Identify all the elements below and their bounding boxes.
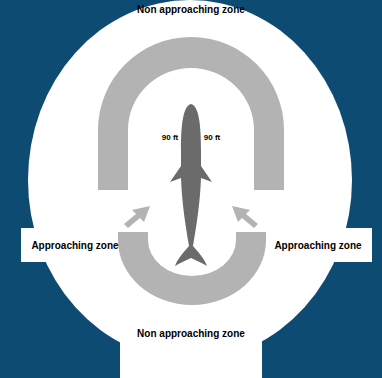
whale-silhouette [170, 104, 212, 266]
zone-label: Approaching zone [31, 240, 118, 251]
right-tab [262, 228, 372, 262]
zone-label: Approaching zone [274, 240, 361, 251]
zone-label: Non approaching zone [137, 328, 245, 339]
left-approach-arrow [124, 206, 150, 228]
left-tab [21, 228, 131, 262]
zone-label: Non approaching zone [137, 4, 245, 15]
right-approach-arrow [232, 206, 258, 228]
distance-label: 90 ft [204, 134, 220, 143]
distance-label: 90 ft [162, 134, 178, 143]
